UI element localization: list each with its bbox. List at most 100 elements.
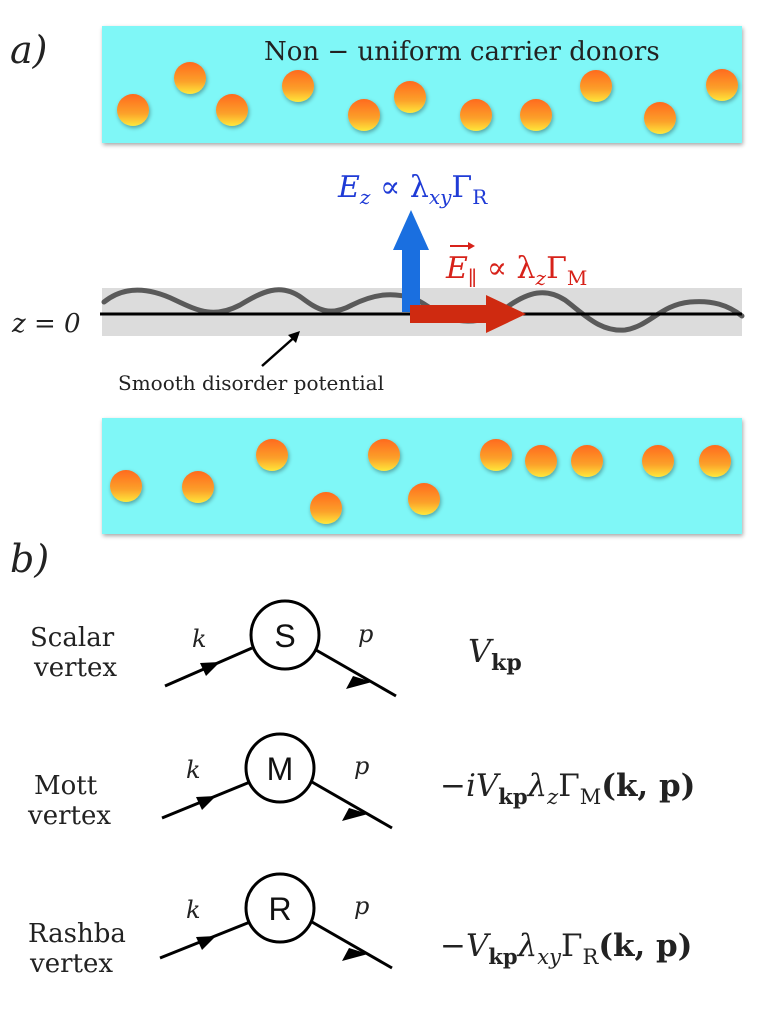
outgoing-line bbox=[311, 780, 393, 830]
incoming-arrowhead bbox=[196, 936, 216, 950]
vertex-name-line2: vertex bbox=[27, 801, 111, 831]
expr-gamma-sub: R bbox=[583, 945, 600, 969]
expr-v-sub: kp bbox=[498, 784, 527, 809]
donor bbox=[110, 470, 142, 502]
epar-arrow bbox=[410, 295, 526, 333]
vertex-circle bbox=[244, 872, 316, 944]
vertex-name-line2: vertex bbox=[29, 949, 113, 979]
vertex-expression: Vkp bbox=[468, 632, 522, 676]
ez-arrow bbox=[393, 210, 429, 312]
donor bbox=[525, 445, 557, 477]
vertex-symbol: R bbox=[268, 891, 291, 927]
expr-args: (k, p) bbox=[601, 768, 695, 804]
donor bbox=[394, 81, 426, 113]
donor bbox=[117, 94, 149, 126]
donor bbox=[216, 94, 248, 126]
bottom-donors bbox=[110, 439, 731, 524]
rashba-vertex-row: Rashba vertex R k p −VkpλxyΓR(k, p) bbox=[28, 872, 692, 979]
donor bbox=[642, 445, 674, 477]
donor bbox=[580, 70, 612, 102]
top-donor-slab bbox=[102, 26, 742, 143]
outgoing-arrowhead bbox=[342, 808, 368, 821]
ez-rest: ∝ λ bbox=[370, 170, 428, 205]
epar-gamma-sub: M bbox=[567, 266, 587, 290]
vertex-expression: −iVkpλzΓM(k, p) bbox=[440, 768, 695, 809]
donor bbox=[348, 99, 380, 131]
p-label: p bbox=[354, 892, 369, 920]
expr-v: V bbox=[468, 632, 494, 670]
expr-lambda: λ bbox=[516, 928, 538, 964]
k-label: k bbox=[186, 756, 201, 784]
donor bbox=[644, 102, 676, 134]
ez-lambda-sub: xy bbox=[429, 185, 452, 209]
expr-prefix: − bbox=[440, 928, 466, 964]
donor bbox=[408, 483, 440, 515]
ez-gamma: Γ bbox=[451, 170, 472, 205]
epar-lambda-sub: z bbox=[535, 266, 547, 290]
top-donors bbox=[117, 62, 738, 134]
expr-v: V bbox=[476, 768, 502, 804]
epar-rest: ∝ λ bbox=[477, 251, 535, 286]
donor bbox=[460, 99, 492, 131]
ez-gamma-sub: R bbox=[472, 185, 488, 209]
donor bbox=[256, 439, 288, 471]
expr-prefix: −i bbox=[440, 768, 476, 804]
outgoing-line bbox=[315, 648, 397, 698]
ez-field-sub: z bbox=[359, 185, 371, 209]
expr-args: (k, p) bbox=[598, 928, 692, 964]
expr-lambda-sub: xy bbox=[537, 945, 562, 969]
expr-lambda: λ bbox=[526, 768, 548, 804]
expr-v: V bbox=[466, 928, 492, 964]
p-label: p bbox=[354, 752, 369, 780]
panel-b-label: b) bbox=[10, 537, 49, 581]
panel-a-label: a) bbox=[10, 28, 47, 72]
ez-label: Ez ∝ λxyΓR bbox=[337, 170, 488, 209]
disorder-label: Smooth disorder potential bbox=[118, 371, 384, 395]
vertex-circle bbox=[249, 599, 321, 671]
vertex-symbol: S bbox=[274, 618, 295, 654]
donor bbox=[310, 492, 342, 524]
expr-gamma: Γ bbox=[561, 928, 583, 964]
epar-field-sub: ∥ bbox=[468, 266, 477, 290]
donor bbox=[182, 471, 214, 503]
disorder-pointer-head bbox=[288, 331, 300, 343]
epar-label: E∥ ∝ λzΓM bbox=[445, 251, 587, 290]
expr-gamma: Γ bbox=[558, 768, 580, 804]
donor bbox=[174, 62, 206, 94]
vertex-name-line1: Rashba bbox=[28, 919, 126, 949]
disorder-pointer bbox=[261, 333, 299, 367]
expr-gamma-sub: M bbox=[580, 785, 602, 809]
donor bbox=[699, 445, 731, 477]
p-label: p bbox=[358, 620, 373, 648]
outgoing-line bbox=[311, 920, 393, 970]
outgoing-arrowhead bbox=[342, 948, 368, 961]
vertex-symbol: M bbox=[267, 751, 294, 787]
vertex-name-line2: vertex bbox=[33, 653, 117, 683]
scalar-vertex-row: Scalar vertex S k p Vkp bbox=[30, 599, 522, 698]
vertex-name-line1: Scalar bbox=[30, 623, 115, 653]
incoming-arrowhead bbox=[196, 796, 216, 810]
k-label: k bbox=[186, 896, 201, 924]
z0-label: z = 0 bbox=[11, 309, 81, 339]
k-label: k bbox=[192, 625, 207, 653]
outgoing-arrowhead bbox=[346, 676, 372, 689]
donor bbox=[520, 99, 552, 131]
donor bbox=[706, 69, 738, 101]
epar-vector-arrowhead bbox=[468, 242, 475, 250]
vertex-circle bbox=[244, 732, 316, 804]
epar-field: E bbox=[445, 251, 468, 286]
donor bbox=[282, 70, 314, 102]
incoming-arrowhead bbox=[200, 662, 220, 676]
expr-v-sub: kp bbox=[491, 650, 522, 676]
epar-gamma: Γ bbox=[546, 251, 567, 286]
expr-lambda-sub: z bbox=[546, 785, 559, 809]
expr-v-sub: kp bbox=[488, 944, 517, 969]
top-slab-label: Non − uniform carrier donors bbox=[264, 37, 660, 67]
donor bbox=[368, 439, 400, 471]
ez-field: E bbox=[337, 170, 360, 205]
donor bbox=[480, 439, 512, 471]
vertex-expression: −VkpλxyΓR(k, p) bbox=[440, 928, 692, 969]
mott-vertex-row: Mott vertex M k p −iVkpλzΓM(k, p) bbox=[27, 732, 695, 831]
donor bbox=[571, 445, 603, 477]
